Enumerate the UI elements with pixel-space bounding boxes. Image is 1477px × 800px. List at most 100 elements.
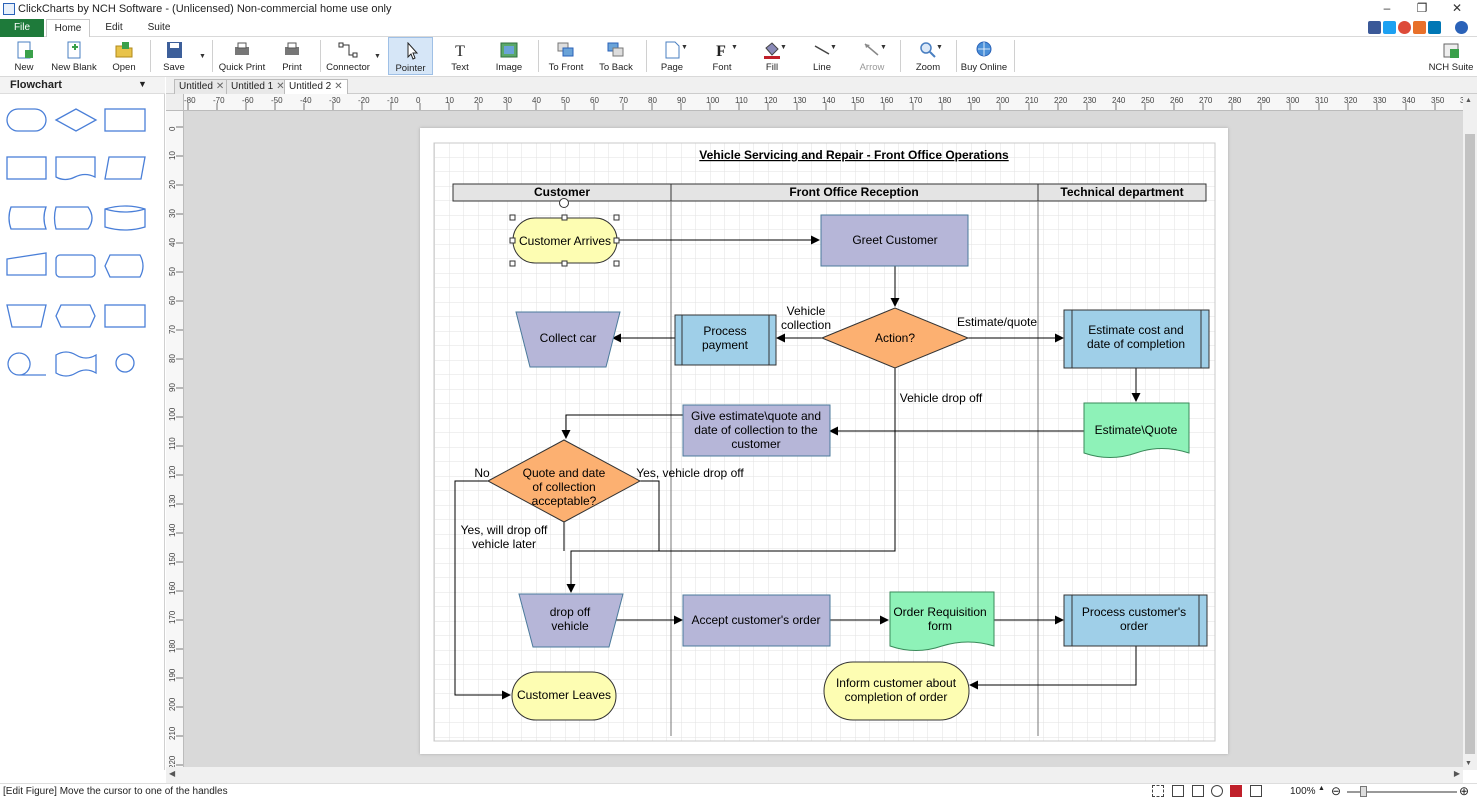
diagram-title[interactable]: Vehicle Servicing and Repair - Front Off… bbox=[699, 148, 1009, 162]
nch-logo-icon[interactable] bbox=[1230, 785, 1242, 797]
print-button[interactable]: Print bbox=[272, 37, 312, 75]
zoom-out-icon[interactable]: ⊖ bbox=[1331, 784, 1342, 798]
fill-dropdown-arrow-icon[interactable]: ▼ bbox=[780, 44, 787, 51]
scroll-down-icon[interactable]: ▼ bbox=[1465, 760, 1472, 767]
twitter-icon[interactable] bbox=[1383, 21, 1396, 34]
minimize-button[interactable]: – bbox=[1383, 1, 1391, 15]
label-no[interactable]: No bbox=[474, 466, 490, 480]
scroll-left-icon[interactable]: ◀ bbox=[169, 769, 176, 778]
node-customer-leaves[interactable]: Customer Leaves bbox=[511, 671, 617, 721]
ruler-label: 130 bbox=[168, 494, 177, 508]
page-dropdown-arrow-icon[interactable]: ▼ bbox=[681, 44, 688, 51]
restore-button[interactable]: ❐ bbox=[1416, 1, 1428, 15]
pointer-button[interactable]: Pointer bbox=[388, 37, 433, 75]
close-tab-icon[interactable]: ✕ bbox=[215, 81, 225, 92]
shape-library-header[interactable]: Flowchart ▼ bbox=[0, 77, 165, 94]
zoom-in-icon[interactable]: ⊕ bbox=[1459, 784, 1470, 798]
line-button[interactable]: Line bbox=[802, 37, 842, 75]
tab-untitled-2[interactable]: Untitled 2✕ bbox=[284, 79, 348, 94]
connector-dropdown-arrow-icon[interactable]: ▼ bbox=[374, 53, 381, 60]
tab-untitled[interactable]: Untitled✕ bbox=[174, 79, 230, 94]
chevron-down-icon[interactable]: ▼ bbox=[138, 79, 147, 89]
save-button[interactable]: Save bbox=[154, 37, 194, 75]
node-estimate-quote[interactable]: Estimate\Quote bbox=[1083, 402, 1190, 458]
lane-header-technical[interactable] bbox=[1037, 183, 1207, 202]
to-front-button[interactable]: To Front bbox=[544, 37, 588, 75]
linkedin-icon[interactable] bbox=[1428, 21, 1441, 34]
google-plus-icon[interactable] bbox=[1398, 21, 1411, 34]
new-blank-button[interactable]: New Blank bbox=[50, 37, 98, 75]
arrow-button[interactable]: Arrow bbox=[852, 37, 892, 75]
font-dropdown-arrow-icon[interactable]: ▼ bbox=[731, 44, 738, 51]
scroll-right-icon[interactable]: ▶ bbox=[1453, 769, 1460, 778]
drawing-canvas[interactable]: Vehicle Servicing and Repair - Front Off… bbox=[184, 111, 1463, 767]
label-yes-drop-off[interactable]: Yes, vehicle drop off bbox=[636, 466, 744, 480]
close-button[interactable]: ✕ bbox=[1451, 1, 1463, 15]
tab-edit[interactable]: Edit bbox=[105, 22, 123, 33]
label-vehicle-drop-off[interactable]: Vehicle drop off bbox=[900, 391, 983, 405]
tab-home[interactable]: Home bbox=[46, 19, 90, 37]
open-button[interactable]: Open bbox=[104, 37, 144, 75]
zoom-slider[interactable] bbox=[1347, 791, 1457, 793]
to-back-button[interactable]: To Back bbox=[594, 37, 638, 75]
buy-online-button[interactable]: Buy Online bbox=[960, 37, 1008, 75]
node-greet-customer[interactable]: Greet Customer bbox=[820, 214, 969, 267]
tab-untitled-1[interactable]: Untitled 1✕ bbox=[226, 79, 290, 94]
connector-button[interactable]: Connector bbox=[326, 37, 370, 75]
fit-page-icon[interactable] bbox=[1152, 785, 1164, 797]
scroll-up-icon[interactable]: ▲ bbox=[1465, 97, 1472, 104]
page-button[interactable]: Page bbox=[652, 37, 692, 75]
grid-view-icon[interactable] bbox=[1250, 785, 1262, 797]
arrow-dropdown-arrow-icon[interactable]: ▼ bbox=[880, 44, 887, 51]
horizontal-scrollbar[interactable]: ◀ ▶ bbox=[166, 767, 1463, 783]
text-button[interactable]: T Text bbox=[440, 37, 480, 75]
page[interactable]: Vehicle Servicing and Repair - Front Off… bbox=[420, 128, 1228, 754]
help-icon[interactable] bbox=[1455, 21, 1468, 34]
page-view-icon[interactable] bbox=[1172, 785, 1184, 797]
file-menu[interactable]: File bbox=[0, 19, 44, 37]
node-customer-arrives[interactable]: Customer Arrives bbox=[512, 217, 618, 264]
connector-view-icon[interactable] bbox=[1192, 785, 1204, 797]
new-blank-label: New Blank bbox=[51, 62, 97, 73]
zoom-slider-thumb[interactable] bbox=[1360, 786, 1367, 797]
arrow-label: Arrow bbox=[859, 62, 885, 73]
quick-print-button[interactable]: Quick Print bbox=[218, 37, 266, 75]
zoom-button[interactable]: Zoom bbox=[908, 37, 948, 75]
nch-suite-button[interactable]: NCH Suite bbox=[1428, 37, 1474, 75]
font-button[interactable]: F Font bbox=[702, 37, 742, 75]
new-button[interactable]: New bbox=[4, 37, 44, 75]
ruler-label: 80 bbox=[168, 354, 177, 363]
save-dropdown-arrow-icon[interactable]: ▼ bbox=[199, 53, 206, 60]
share-icon[interactable] bbox=[1413, 21, 1426, 34]
zoom-dropdown-arrow-icon[interactable]: ▼ bbox=[936, 44, 943, 51]
image-button[interactable]: Image bbox=[488, 37, 530, 75]
line-dropdown-arrow-icon[interactable]: ▼ bbox=[830, 44, 837, 51]
node-action-decision[interactable]: Action? bbox=[820, 307, 970, 369]
fill-button[interactable]: Fill bbox=[752, 37, 792, 75]
vertical-scrollbar[interactable]: ▲ ▼ bbox=[1463, 94, 1477, 770]
tab-suite[interactable]: Suite bbox=[147, 22, 171, 33]
shape-decision bbox=[54, 108, 98, 132]
facebook-icon[interactable] bbox=[1368, 21, 1381, 34]
zoom-level[interactable]: 100% bbox=[1290, 786, 1316, 797]
node-accept-order[interactable]: Accept customer's order bbox=[682, 594, 831, 647]
selection-handles[interactable] bbox=[509, 198, 620, 267]
node-collect-car[interactable]: Collect car bbox=[515, 311, 621, 368]
vertical-scroll-thumb[interactable] bbox=[1465, 134, 1475, 754]
label-estimate-quote[interactable]: Estimate/quote bbox=[957, 315, 1037, 329]
close-tab-icon[interactable]: ✕ bbox=[276, 81, 285, 92]
pointer-label: Pointer bbox=[395, 63, 426, 74]
close-tab-icon[interactable]: ✕ bbox=[334, 81, 343, 92]
zoom-dropdown-icon[interactable]: ▲ bbox=[1318, 785, 1325, 792]
settings-gear-icon[interactable] bbox=[1211, 785, 1223, 797]
